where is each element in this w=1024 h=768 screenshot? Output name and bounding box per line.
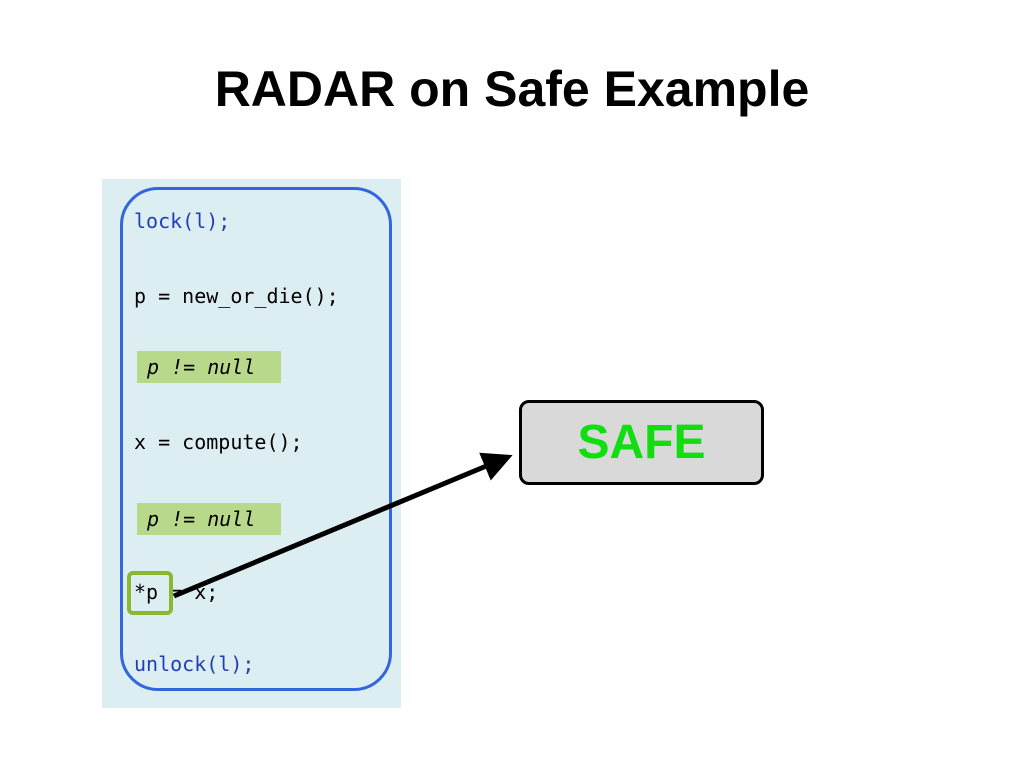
code-line-compute: x = compute(); [134,430,303,454]
assertion-1-text: p != null [147,355,256,379]
code-frame [120,187,392,691]
assertion-1: p != null [137,351,281,383]
code-line-lock: lock(l); [134,209,231,233]
safe-result-box: SAFE [519,400,764,485]
safe-result-label: SAFE [577,416,706,469]
code-line-new-or-die: p = new_or_die(); [134,284,339,308]
code-line-unlock: unlock(l); [134,652,255,676]
code-panel [102,179,401,708]
slide-title: RADAR on Safe Example [214,61,810,117]
assertion-2-text: p != null [147,507,256,531]
dereference-highlight-box [127,571,173,615]
assertion-2: p != null [137,503,281,535]
